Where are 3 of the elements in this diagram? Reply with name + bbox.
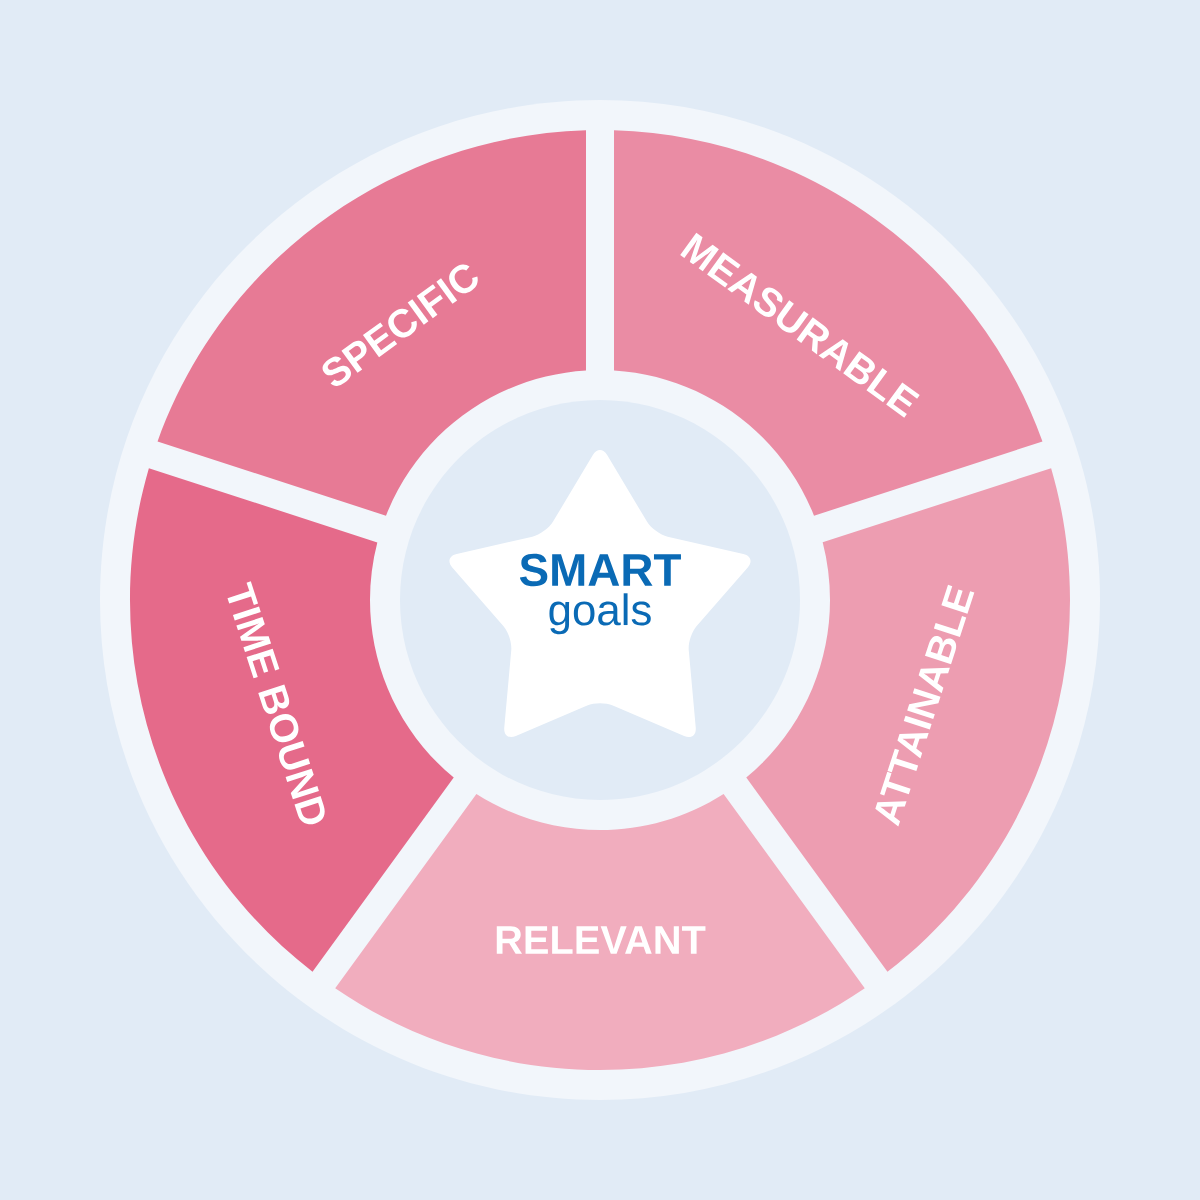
ring-segment: TIME BOUND <box>130 468 454 972</box>
star: SMART goals <box>449 450 751 738</box>
ring-segment: RELEVANT <box>335 793 865 1070</box>
